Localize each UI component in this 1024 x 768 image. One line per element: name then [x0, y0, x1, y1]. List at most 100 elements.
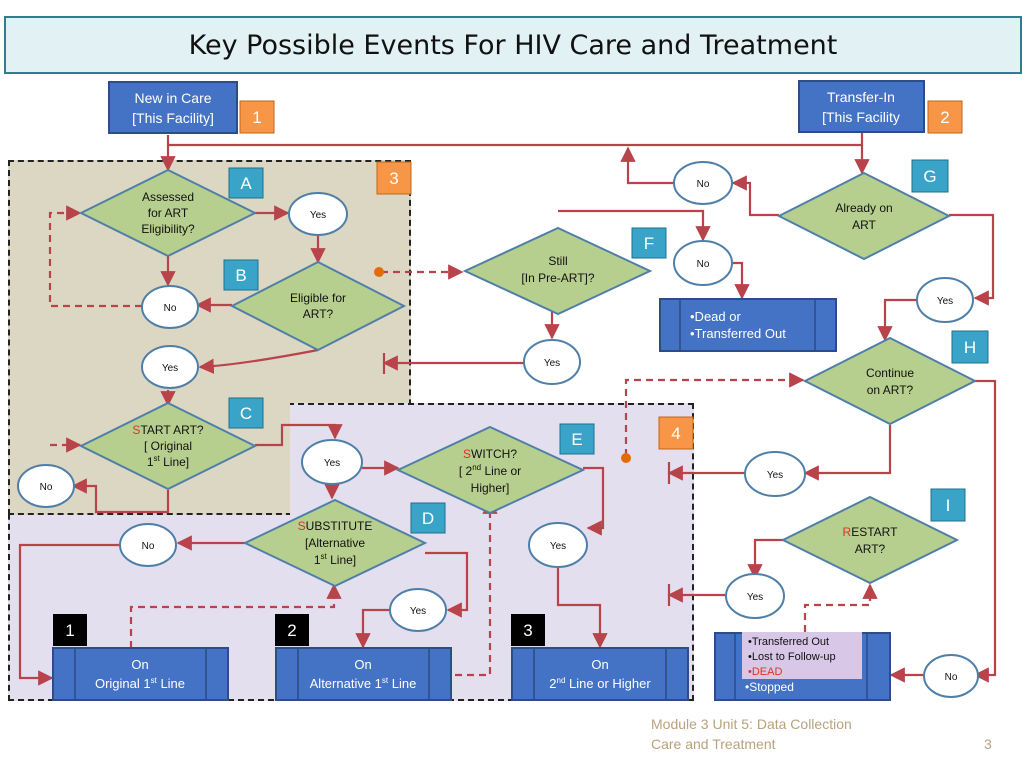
connector-dot-1: [374, 267, 384, 277]
badge-3-label: 3: [389, 169, 398, 188]
oval-yes-A-label: Yes: [310, 210, 326, 221]
decision-G-line1: Already on: [835, 201, 892, 215]
oval-yes-D-label: Yes: [410, 606, 426, 617]
badge-D-label: D: [422, 509, 434, 528]
decision-D-line1: SUBSTITUTE: [298, 519, 373, 533]
oval-yes-G: [916, 277, 974, 323]
decision-I: [780, 495, 960, 585]
box-dead-or-transferred: •Dead or •Transferred Out: [659, 298, 837, 352]
transfer-in-line1: Transfer-In: [827, 89, 895, 105]
arrow-no-to-dead: [733, 261, 750, 300]
new-in-care-line2: [This Facility]: [132, 110, 214, 126]
decision-F-line1: Still: [548, 254, 567, 268]
footer-line2: Care and Treatment: [651, 736, 776, 752]
decision-E: [395, 425, 586, 515]
black-badge-2-label: 2: [287, 621, 296, 640]
arrow-C-no: [71, 478, 170, 514]
box-second-line1: On: [591, 657, 608, 672]
decision-D-line2: [Alternative: [305, 536, 365, 550]
oval-yes-C-label: Yes: [324, 458, 340, 469]
badge-E-label: E: [571, 430, 582, 449]
arrow-no-to-transfer-line: [620, 146, 675, 185]
orange-badges: 1 2 3 4: [239, 100, 963, 450]
decision-B: [229, 260, 407, 352]
connector-dot-2: [621, 453, 631, 463]
badge-B: [223, 259, 259, 291]
decision-I-line2: ART?: [855, 542, 886, 556]
decision-B-line1: Eligible for: [290, 291, 346, 305]
badge-1: [239, 100, 275, 134]
black-badge-3: [511, 614, 545, 646]
badge-C: [228, 397, 264, 429]
oval-yes-H: [744, 451, 806, 497]
decision-F-line2: [In Pre-ART]?: [521, 271, 594, 285]
oval-yes-B-label: Yes: [162, 363, 178, 374]
dashed-arrows: [48, 205, 878, 677]
decision-C-line3: 1st Line]: [147, 454, 189, 469]
decision-F: [462, 226, 653, 316]
stopped-item-transferred: •Transferred Out: [748, 636, 829, 648]
decision-C: [78, 401, 258, 491]
decision-A-line2: for ART: [148, 206, 189, 220]
dead-line2: •Transferred Out: [690, 326, 786, 341]
arrow-transfer-line: [168, 132, 864, 147]
oval-no-G-label: No: [697, 179, 710, 190]
arrow-I-yes: [747, 538, 785, 580]
decision-E-line2: [ 2nd Line or: [459, 463, 521, 478]
oval-no-B: [141, 285, 199, 329]
stopped-item-dead: •DEAD: [748, 666, 782, 678]
badge-E: [559, 423, 595, 455]
decision-I-line1: RESTART: [843, 525, 899, 539]
badge-H-label: H: [964, 338, 976, 357]
black-badge-3-label: 3: [523, 621, 532, 640]
page-number: 3: [984, 736, 992, 752]
box-original-line2: Original 1st Line: [95, 676, 185, 691]
badge-1-label: 1: [252, 108, 261, 127]
dashed-to-H: [624, 372, 805, 456]
oval-no-H-label: No: [945, 672, 958, 683]
badge-I-label: I: [946, 496, 951, 515]
oval-yes-F-label: Yes: [544, 358, 560, 369]
badge-2: [927, 100, 963, 134]
decision-A: [78, 168, 258, 258]
arrow-yes-to-second: [556, 568, 608, 649]
badge-3: [376, 161, 412, 195]
arrow-B-yes: [198, 348, 319, 374]
box-original-line1: On: [131, 657, 148, 672]
oval-no-B-label: No: [164, 303, 177, 314]
decision-A-line3: Eligibility?: [141, 222, 195, 236]
dead-line1: •Dead or: [690, 309, 741, 324]
oval-yes-D: [389, 588, 447, 632]
badge-4-label: 4: [671, 424, 680, 443]
badge-H: [951, 330, 989, 364]
decision-C-line1: START ART?: [132, 423, 203, 437]
decision-E-line3: Higher]: [471, 481, 510, 495]
oval-no-H: [923, 654, 979, 698]
oval-yes-I-label: Yes: [747, 592, 763, 603]
footer-line1: Module 3 Unit 5: Data Collection: [651, 716, 852, 732]
oval-no-F: [673, 240, 733, 286]
badge-D: [410, 502, 446, 534]
arrow-E-yes: [583, 466, 605, 536]
dashed-stopped-to-I: [803, 583, 878, 632]
arrow-H-no: [973, 379, 997, 683]
arrow-H-yes: [803, 425, 892, 481]
box-on-second-line: On 2nd Line or Higher: [511, 647, 689, 701]
decision-D-line3: 1st Line]: [314, 552, 356, 567]
badge-A-label: A: [240, 174, 252, 193]
solid-arrows: [18, 132, 997, 686]
badge-4: [658, 416, 694, 450]
decision-D: [242, 498, 428, 588]
decision-E-line1: SWITCH?: [463, 447, 517, 461]
oval-no-D: [119, 523, 177, 567]
box-transfer-in: Transfer-In [This Facility: [798, 80, 925, 133]
black-badge-1: [53, 614, 87, 646]
arrow-D-yes: [425, 551, 469, 618]
oval-yes-F: [523, 339, 581, 385]
arrow-C-yes: [255, 423, 343, 447]
black-badge-1-label: 1: [65, 621, 74, 640]
decisions: Assessed for ART Eligibility? Eligible f…: [78, 168, 978, 588]
oval-no-G: [673, 161, 733, 205]
decision-H: [802, 336, 978, 426]
slide-title: Key Possible Events For HIV Care and Tre…: [188, 29, 838, 61]
